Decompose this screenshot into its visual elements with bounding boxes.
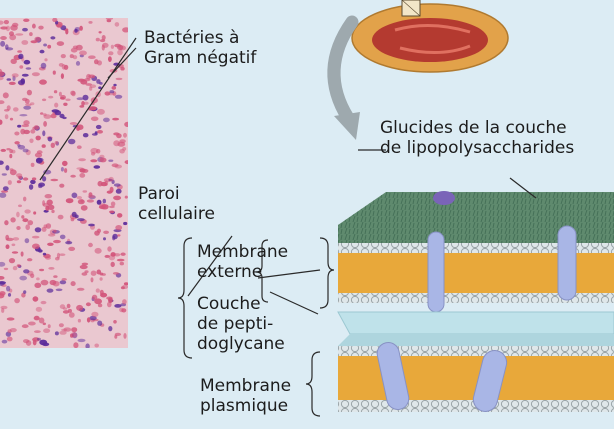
label-plasma-membrane: Membrane plasmique [200, 376, 291, 416]
label-gram-negative: Bactéries à Gram négatif [144, 28, 256, 68]
label-cell-wall: Paroi cellulaire [138, 184, 215, 224]
bacterium-illustration [352, 0, 508, 72]
peptidoglycan-layer [338, 312, 614, 346]
label-outer-membrane: Membrane externe [197, 242, 288, 282]
plasma-membrane-block [338, 340, 614, 414]
label-lps-sugars: Glucides de la couche de lipopolysacchar… [380, 118, 574, 158]
outer-membrane-block [338, 191, 614, 312]
label-peptidoglycan: Couche de pepti- doglycane [197, 294, 285, 354]
